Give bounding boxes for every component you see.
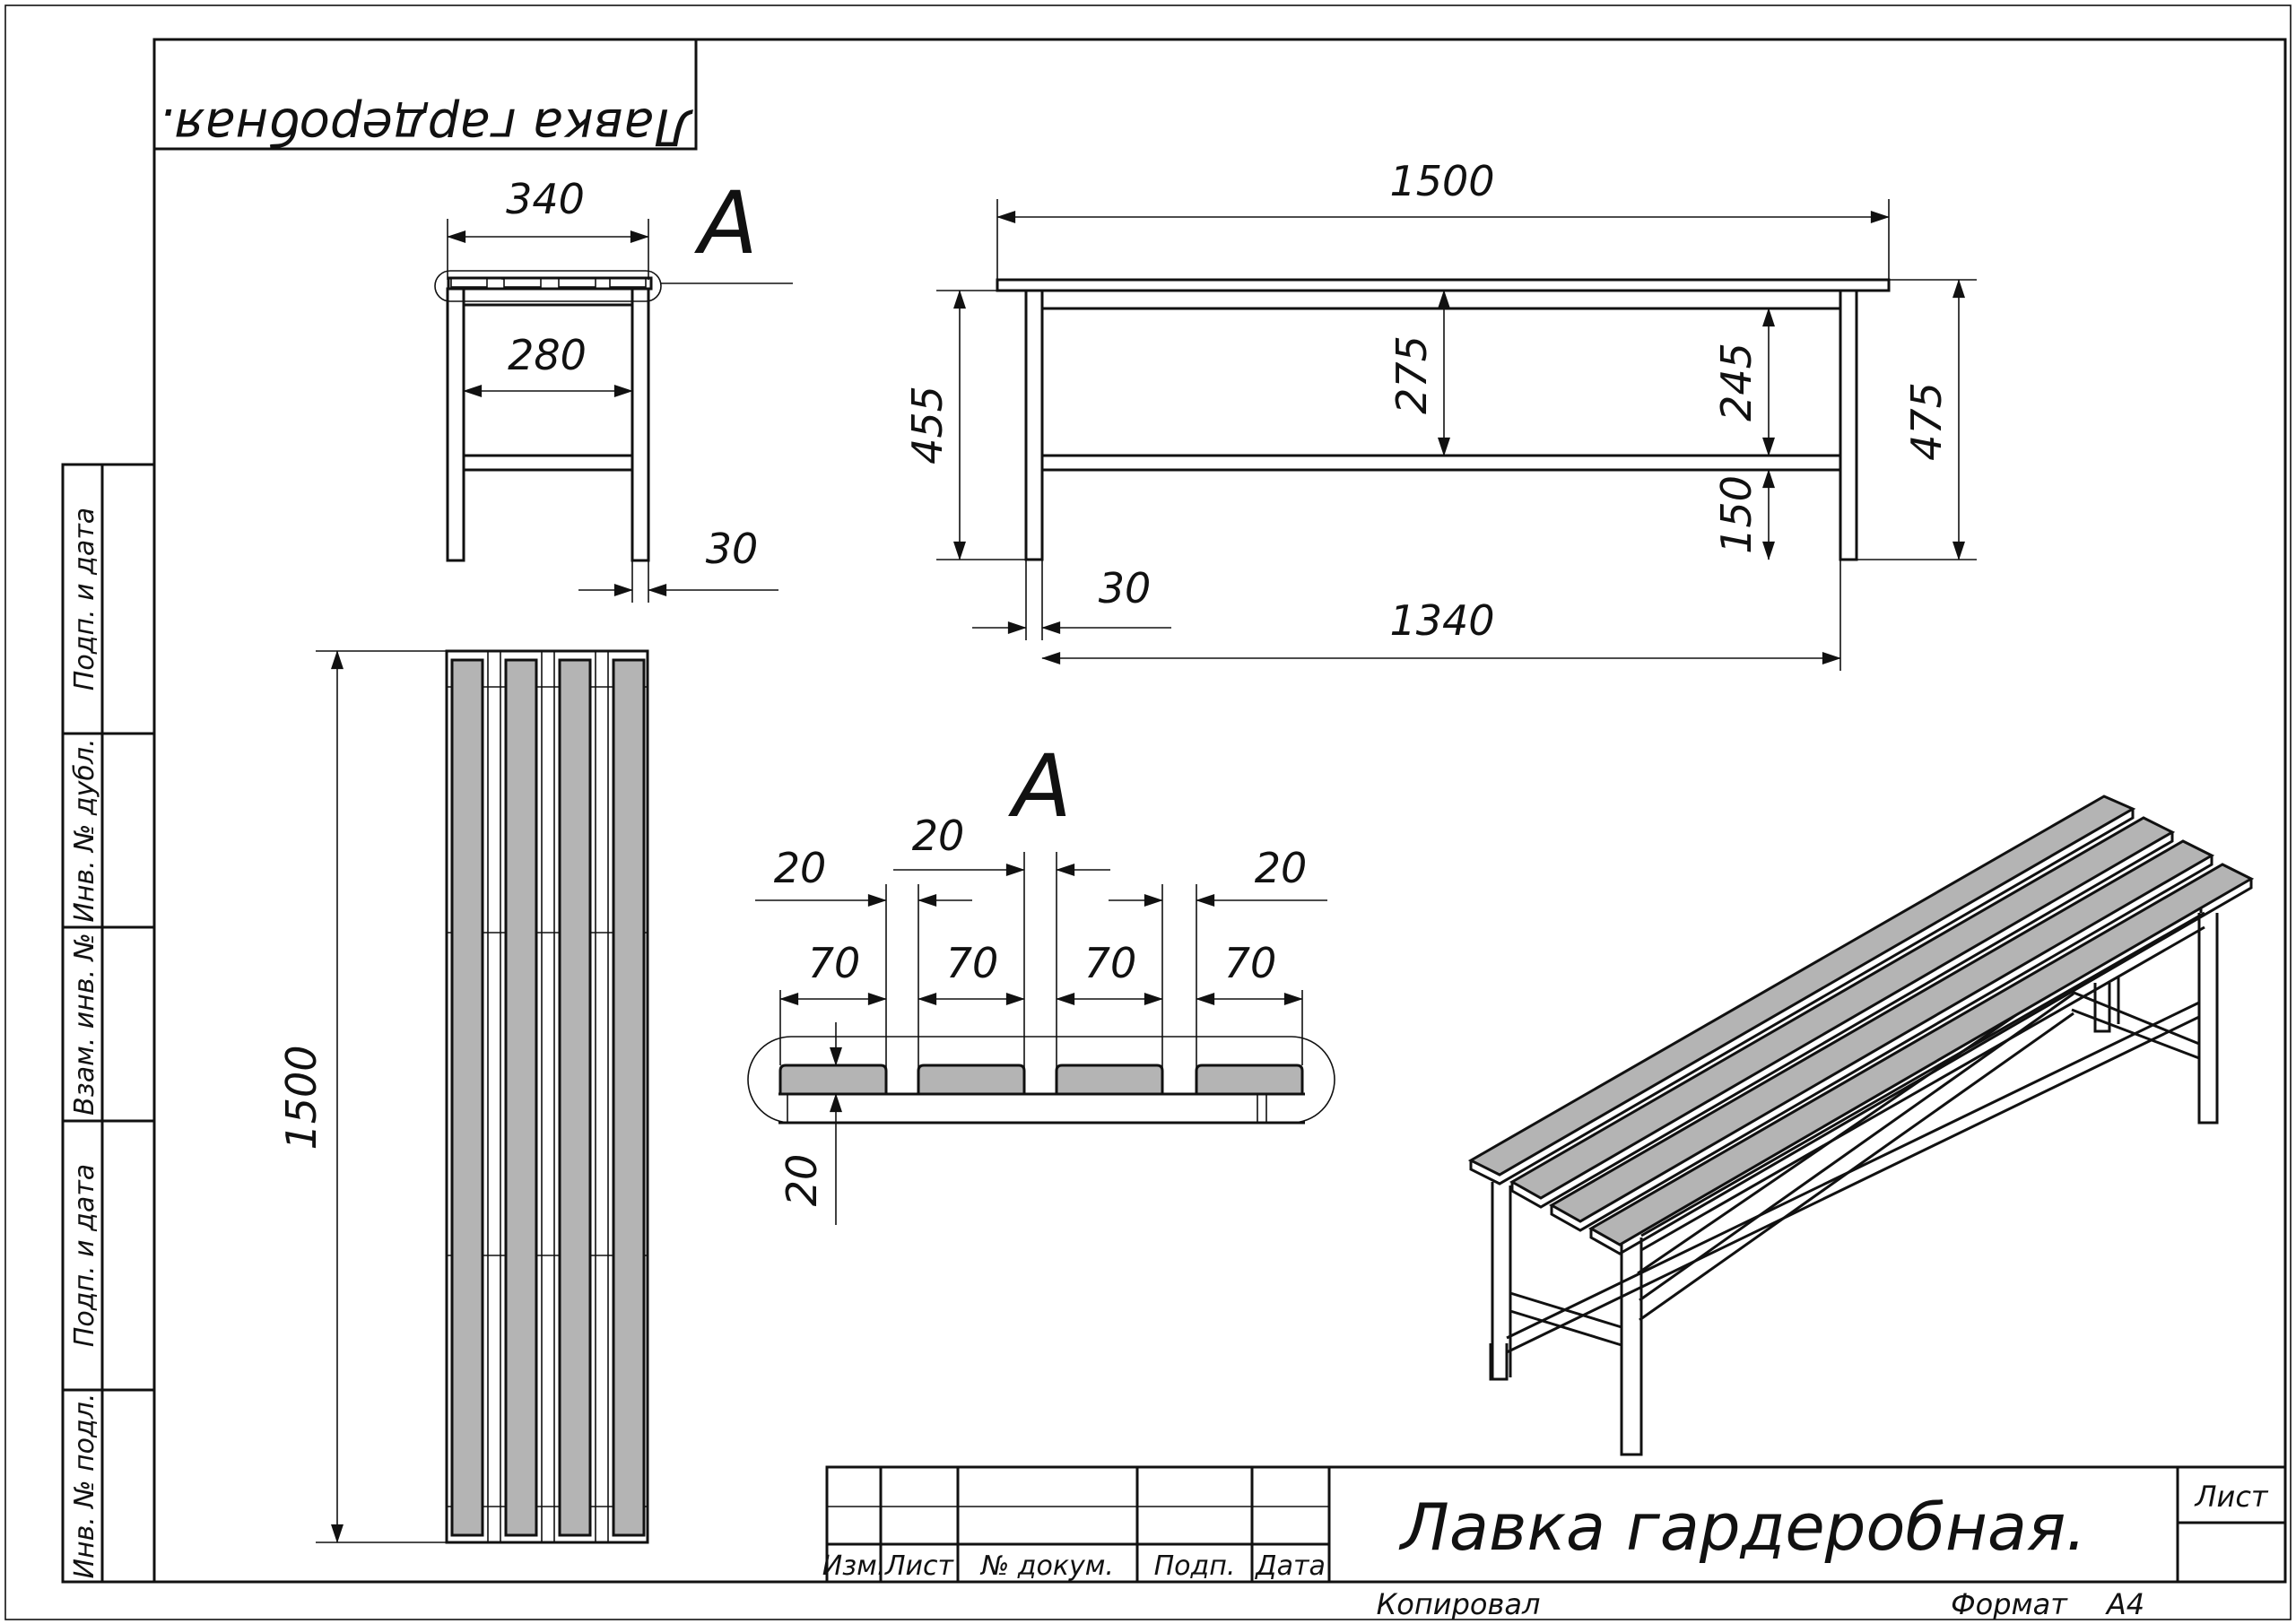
dim-front-lower-right: 150 <box>1712 475 1761 554</box>
dim-side-leg: 30 <box>706 525 759 573</box>
stamp-inv-podl: Инв. № подл. <box>69 1394 100 1579</box>
mirrored-title: Лавка гардеробная. <box>159 97 694 155</box>
section-a-label: А <box>693 173 758 274</box>
dim-front-total-height: 475 <box>1902 382 1951 461</box>
col-sign: Подп. <box>1154 1550 1236 1582</box>
top-slat-2 <box>504 658 538 1537</box>
stamp-inv-dubl: Инв. № дубл. <box>69 738 100 922</box>
dim-detail-gap-1: 20 <box>774 844 827 892</box>
col-date: Дата <box>1254 1550 1326 1582</box>
dim-side-width: 340 <box>506 175 585 223</box>
detail-a-view: А 20 20 20 70 70 70 <box>747 736 1335 1225</box>
dim-front-rail-gap: 275 <box>1387 335 1436 414</box>
top-slat-1 <box>450 658 484 1537</box>
title-block: Изм. Лист № докум. Подп. Дата Лавка гард… <box>822 1465 2287 1621</box>
iso-slat-2 <box>1509 816 2176 1200</box>
dim-detail-slat-1: 70 <box>808 939 861 987</box>
dim-side-inner: 280 <box>508 331 587 379</box>
top-view: 1500 <box>277 649 649 1544</box>
detail-slat-1 <box>778 1064 888 1096</box>
format-label: Формат <box>1951 1587 2068 1621</box>
col-list: Лист <box>884 1550 955 1582</box>
dim-front-upper-right: 245 <box>1712 343 1761 421</box>
dim-front-leg: 30 <box>1099 564 1152 612</box>
side-stamp-column: Инв. № подл. Подп. и дата Взам. инв. № И… <box>61 463 156 1584</box>
sheet-label: Лист <box>2194 1480 2268 1514</box>
detail-a-label: А <box>1007 736 1072 837</box>
format-value: А4 <box>2105 1587 2144 1621</box>
front-view: 1500 455 275 245 150 475 30 1340 <box>903 157 1977 671</box>
dim-top-length: 1500 <box>277 1045 326 1150</box>
stamp-sign-date-upper: Подп. и дата <box>69 508 100 690</box>
detail-slat-2 <box>917 1064 1026 1096</box>
dim-detail-gap-3: 20 <box>1255 844 1308 892</box>
detail-slat-4 <box>1195 1064 1304 1096</box>
dim-front-length: 1500 <box>1389 157 1494 205</box>
isometric-view <box>1467 795 2255 1456</box>
dim-front-inner-length: 1340 <box>1389 596 1494 645</box>
dim-detail-slat-2: 70 <box>946 939 999 987</box>
col-izm: Изм. <box>822 1550 886 1582</box>
col-doc-no: № докум. <box>979 1550 1114 1582</box>
drawing-title: Лавка гардеробная. <box>1398 1489 2086 1565</box>
top-slat-3 <box>558 658 592 1537</box>
dim-detail-gap-2: 20 <box>912 812 965 860</box>
dim-detail-slat-4: 70 <box>1224 939 1277 987</box>
side-view: А 340 280 30 <box>434 173 793 603</box>
sheet-frame <box>4 4 2292 1620</box>
dim-front-height-left: 455 <box>903 386 952 465</box>
dim-detail-thickness: 20 <box>778 1154 826 1207</box>
mirrored-title-box: Лавка гардеробная. <box>152 38 698 155</box>
iso-slat-3 <box>1548 839 2215 1223</box>
top-slat-4 <box>612 658 646 1537</box>
stamp-vzam-inv: Взам. инв. № <box>69 933 100 1116</box>
detail-slat-3 <box>1055 1064 1164 1096</box>
copied-label: Копировал <box>1377 1587 1541 1621</box>
dim-detail-slat-3: 70 <box>1084 939 1137 987</box>
stamp-sign-date-lower: Подп. и дата <box>69 1164 100 1347</box>
